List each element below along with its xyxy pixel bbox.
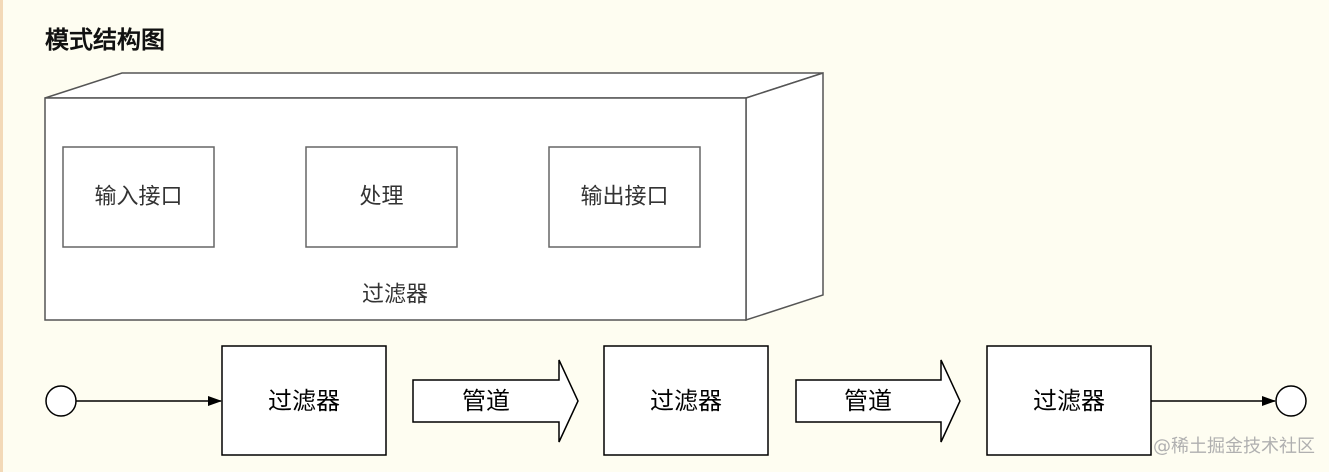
page-title: 模式结构图 [45,26,165,54]
component-label: 输入接口 [94,185,182,210]
watermark: @稀土掘金技术社区 [1153,436,1315,457]
component-input-interface: 输入接口 [62,146,215,248]
pipeline-filter-3: 过滤器 [986,345,1152,456]
pipeline-filter-2: 过滤器 [603,345,769,456]
filter-label: 过滤器 [268,387,340,415]
pipe-label: 管道 [462,387,510,415]
filter-box-label: 过滤器 [362,283,428,308]
filter-box-side-face [745,71,824,322]
pipe-label: 管道 [844,387,892,415]
component-output-interface: 输出接口 [548,146,701,248]
pipeline-pipe-2: 管道 [795,359,961,443]
pipeline-pipe-1: 管道 [412,359,579,443]
filter-3d-box: 输入接口 处理 输出接口 过滤器 [44,71,824,322]
component-label: 处理 [359,185,403,210]
filter-label: 过滤器 [1033,387,1105,415]
filter-label: 过滤器 [650,387,722,415]
component-processing: 处理 [305,146,458,248]
component-label: 输出接口 [580,185,668,210]
filter-box-top-face [44,72,824,99]
pipeline-row: 过滤器 管道 过滤器 管道 过滤器 [45,345,1307,456]
pipeline-start-node [45,385,77,417]
pipeline-filter-1: 过滤器 [221,345,387,456]
left-border-accent [0,0,3,472]
pipeline-end-node [1275,385,1307,417]
